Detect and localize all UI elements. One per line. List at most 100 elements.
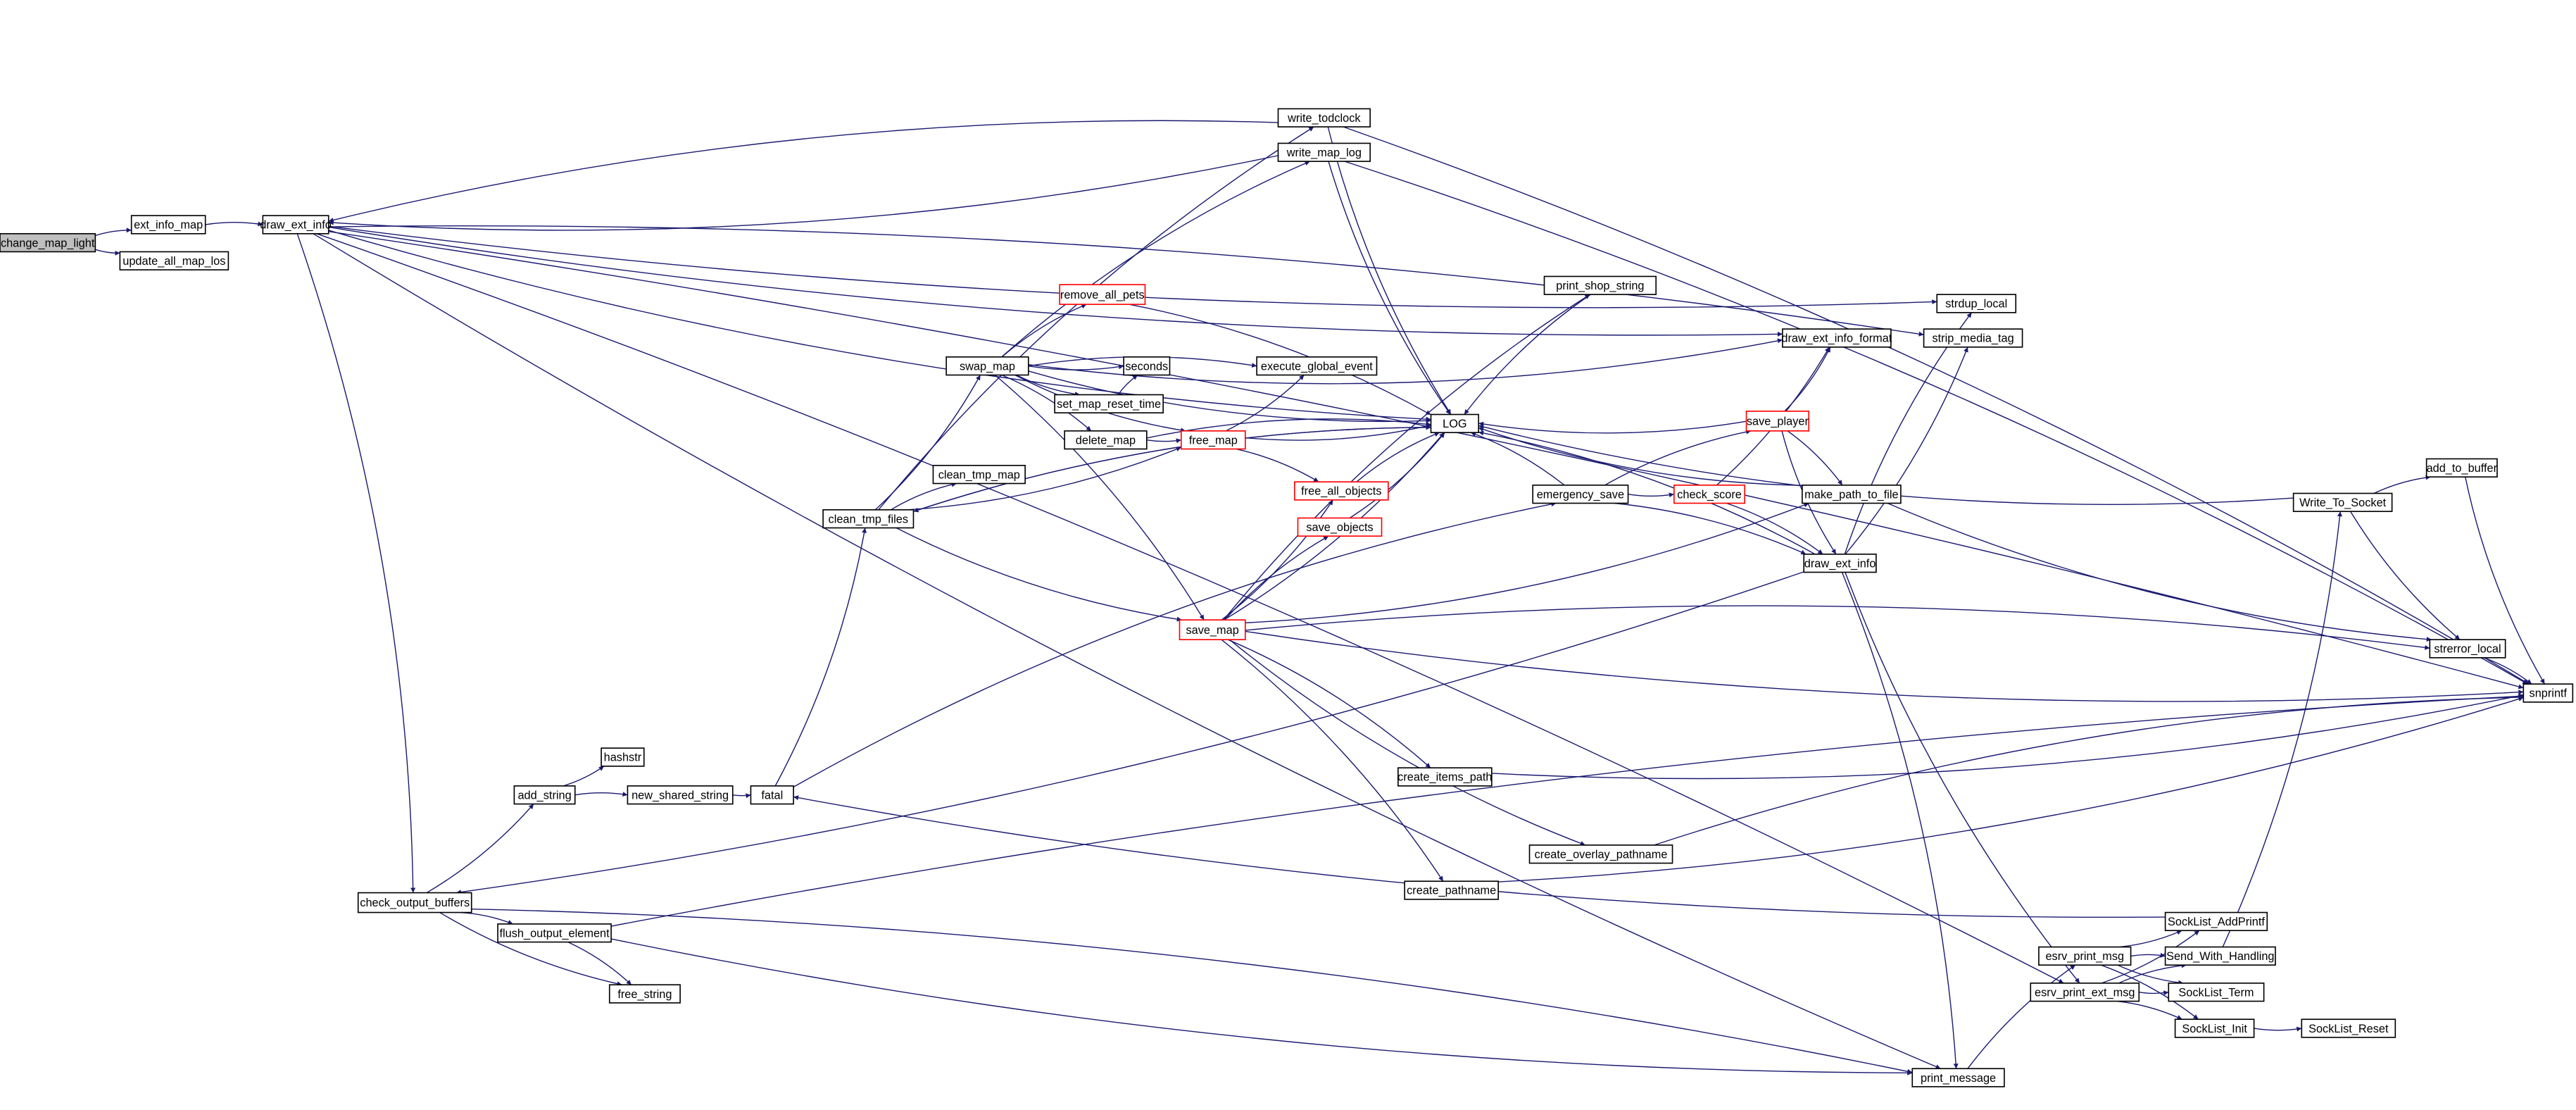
node-strip-media-tag[interactable]: strip_media_tag [1923,328,2023,348]
node-draw-ext-info-r[interactable]: draw_ext_info [1803,554,1877,573]
node-save-objects[interactable]: save_objects [1297,517,1383,537]
node-esrv-print-msg[interactable]: esrv_print_msg [2038,946,2132,966]
node-box [1054,394,1164,413]
call-edge-add_to_buffer-to-snprintf [2465,477,2546,685]
node-execute-global-event[interactable]: execute_global_event [1256,356,1378,376]
node-label: make_path_to_file [1804,488,1898,501]
node-set-map-reset-time[interactable]: set_map_reset_time [1054,394,1164,413]
node-label: Send_With_Handling [2166,950,2274,963]
call-edge-save_map-to-strerror_local [1245,605,2430,650]
node-hashstr[interactable]: hashstr [601,747,645,767]
node-box [1532,485,1629,504]
call-edge-change_map_light-to-ext_info_map [95,227,132,237]
node-create-overlay-pathname[interactable]: create_overlay_pathname [1528,844,1673,864]
call-edge-draw_ext_info_r-to-check_output_buffers [455,571,1804,895]
call-edge-save_map-to-create_pathname [1221,639,1444,882]
node-write-map-log[interactable]: write_map_log [1277,142,1371,162]
node-strdup-local[interactable]: strdup_local [1936,294,2017,313]
node-add-string[interactable]: add_string [513,785,576,805]
node-ext-info-map[interactable]: ext_info_map [130,215,206,235]
call-edge-add_string-to-hashstr [563,766,605,787]
node-box [1064,430,1148,450]
node-add-to-buffer[interactable]: add_to_buffer [2425,458,2498,478]
edges-layer [95,120,2546,1075]
node-socklist-init[interactable]: SockList_Init [2174,1018,2255,1038]
node-label: delete_map [1076,434,1136,447]
node-label: draw_ext_info [1804,557,1876,570]
node-label: clean_tmp_map [938,468,1020,481]
node-esrv-print-ext-msg[interactable]: esrv_print_ext_msg [2030,983,2140,1002]
node-log[interactable]: LOG [1430,413,1480,433]
node-save-map[interactable]: save_map [1179,619,1246,640]
node-box [1277,142,1371,162]
node-print-message[interactable]: print_message [1911,1068,2005,1087]
node-flush-output-element[interactable]: flush_output_element [497,923,612,943]
node-label: create_items_path [1397,771,1492,784]
call-edge-write_todclock-to-draw_ext_info_l [328,120,1278,223]
node-box [1803,554,1877,573]
node-fatal[interactable]: fatal [750,785,794,805]
node-remove-all-pets[interactable]: remove_all_pets [1059,284,1146,305]
node-clean-tmp-files[interactable]: clean_tmp_files [822,509,915,529]
node-delete-map[interactable]: delete_map [1064,430,1148,450]
call-edge-print_message-to-esrv_print_msg [1967,964,2076,1069]
node-box [1179,619,1246,640]
node-socklist-addprintf[interactable]: SockList_AddPrintf [2164,911,2268,932]
node-label: strip_media_tag [1932,332,2013,345]
node-print-shop-string[interactable]: print_shop_string [1543,275,1657,295]
call-edge-draw_ext_info_r-to-LOG [1478,430,1816,555]
node-save-player[interactable]: save_player [1745,410,1810,432]
node-free-all-objects[interactable]: free_all_objects [1294,481,1389,501]
node-label: save_player [1747,416,1809,428]
node-box [357,892,472,913]
node-box [2164,946,2276,966]
node-socklist-term[interactable]: SockList_Term [2168,983,2265,1002]
node-change-map-light[interactable]: change_map_light [0,232,96,253]
node-box [2030,983,2140,1002]
node-box [1294,481,1389,501]
node-create-pathname[interactable]: create_pathname [1404,880,1500,900]
node-new-shared-string[interactable]: new_shared_string [627,785,734,805]
call-edge-set_map_reset_time-to-seconds [1117,374,1138,395]
node-socklist-reset[interactable]: SockList_Reset [2301,1018,2396,1038]
node-check-score[interactable]: check_score [1673,485,1746,504]
node-box [1256,356,1378,376]
node-snprintf[interactable]: snprintf [2522,683,2574,703]
call-edge-make_path_to_file-to-LOG [1478,427,1802,486]
node-create-items-path[interactable]: create_items_path [1397,767,1493,787]
node-box [627,785,734,805]
node-label: save_map [1186,624,1238,637]
node-box [1673,485,1746,504]
node-make-path-to-file[interactable]: make_path_to_file [1802,485,1902,504]
node-free-map[interactable]: free_map [1181,430,1246,450]
node-swap-map[interactable]: swap_map [945,356,1029,376]
node-emergency-save[interactable]: emergency_save [1532,485,1629,504]
node-box [1397,767,1493,787]
call-edge-write_map_log-to-draw_ext_info_l [328,155,1278,231]
node-write-todclock[interactable]: write_todclock [1277,108,1371,127]
node-draw-ext-info-l[interactable]: draw_ext_info [260,215,332,235]
node-send-with-handling[interactable]: Send_With_Handling [2164,946,2276,966]
node-box [2168,983,2265,1002]
call-edge-draw_ext_info_l-to-LOG [328,230,1431,422]
node-label: write_todclock [1287,112,1361,125]
call-edge-remove_all_pets-to-LOG [1129,304,1431,416]
node-free-string[interactable]: free_string [608,984,681,1004]
node-update-all-map-los[interactable]: update_all_map_los [119,251,230,270]
node-clean-tmp-map[interactable]: clean_tmp_map [932,465,1026,485]
node-box [1123,356,1171,376]
node-label: strerror_local [2434,643,2501,656]
call-edge-emergency_save-to-check_score [1628,492,1674,498]
node-label: flush_output_element [500,927,610,940]
call-edge-create_pathname-to-snprintf [1498,697,2524,883]
node-label: remove_all_pets [1060,289,1145,301]
node-label: seconds [1125,360,1168,373]
node-label: hashstr [604,752,642,764]
node-check-output-buffers[interactable]: check_output_buffers [357,892,472,913]
nodes-layer: change_map_light ext_info_map update_all_m… [0,108,2574,1087]
call-edge-esrv_print_ext_msg-to-SockList_Term [2139,990,2169,996]
node-seconds[interactable]: seconds [1123,356,1171,376]
node-write-to-socket[interactable]: Write_To_Socket [2292,492,2393,512]
node-strerror-local[interactable]: strerror_local [2429,639,2506,659]
node-draw-ext-info-format[interactable]: draw_ext_info_format [1781,328,1892,348]
